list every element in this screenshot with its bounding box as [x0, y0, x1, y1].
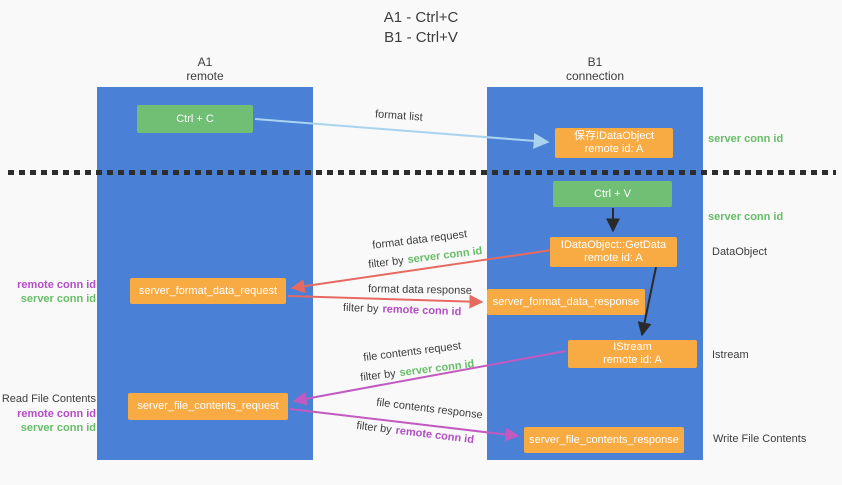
arrow-getdata-to-istream	[637, 266, 657, 337]
node-istream-line1: IStream	[613, 341, 652, 353]
node-save-idataobject-line1: 保存IDataObject	[573, 130, 655, 142]
title-line-2: B1 - Ctrl+V	[384, 29, 458, 46]
side-label-write-file-contents: Write File Contents	[713, 433, 807, 445]
column-b1-name: B1	[587, 55, 603, 69]
node-idataobject-getdata-line2: remote id: A	[584, 252, 643, 264]
node-server-format-data-response-label: server_format_data_response	[492, 295, 640, 308]
diagram-title: A1 - Ctrl+C B1 - Ctrl+V	[0, 8, 842, 48]
node-ctrl-v-label: Ctrl + V	[594, 187, 631, 200]
filter-by-text: filter by	[342, 301, 379, 316]
column-a1-name: A1	[197, 55, 213, 69]
server-conn-id-label: server conn id	[20, 422, 96, 434]
edge-label-format-data-response: format data response	[367, 283, 473, 297]
node-server-file-contents-request: server_file_contents_request	[128, 393, 288, 420]
node-ctrl-c: Ctrl + C	[137, 105, 253, 133]
arrow-file-contents-response	[289, 408, 520, 442]
node-save-idataobject-line2: remote id: A	[584, 143, 644, 155]
node-server-file-contents-response: server_file_contents_response	[524, 427, 684, 453]
remote-conn-id-label: remote conn id	[17, 279, 96, 291]
arrow-file-contents-request	[292, 350, 567, 406]
column-header-b1: B1 connection	[487, 55, 703, 83]
node-ctrl-c-label: Ctrl + C	[176, 112, 214, 125]
arrow-format-data-response	[287, 294, 484, 309]
side-label-dataobject: DataObject	[712, 246, 768, 258]
dashed-divider-line	[8, 170, 836, 175]
node-istream: IStream remote id: A	[568, 340, 697, 368]
remote-conn-id-label: remote conn id	[17, 408, 96, 420]
side-label-conn-ids-format: remote conn id server conn id	[0, 278, 96, 306]
node-ctrl-v: Ctrl + V	[553, 181, 672, 207]
arrow-format-list	[254, 118, 550, 149]
column-b1-role: connection	[565, 69, 625, 83]
column-a1-role: remote	[186, 69, 224, 83]
node-server-file-contents-request-label: server_file_contents_request	[137, 400, 279, 412]
title-line-1: A1 - Ctrl+C	[383, 9, 459, 26]
node-server-format-data-response: server_format_data_response	[487, 289, 645, 315]
side-label-istream: Istream	[712, 349, 749, 361]
server-conn-id-label: server conn id	[20, 293, 96, 305]
node-idataobject-getdata: IDataObject::GetData remote id: A	[550, 237, 677, 267]
node-idataobject-getdata-line1: IDataObject::GetData	[560, 239, 667, 251]
node-save-idataobject: 保存IDataObject remote id: A	[555, 128, 673, 158]
node-server-format-data-request: server_format_data_request	[130, 278, 286, 304]
side-label-server-conn-id-mid: server conn id	[708, 211, 784, 223]
arrow-format-data-request	[290, 249, 553, 294]
node-istream-line2: remote id: A	[603, 354, 662, 366]
node-server-format-data-request-label: server_format_data_request	[138, 284, 278, 297]
side-label-server-conn-id-top: server conn id	[708, 133, 784, 145]
node-server-file-contents-response-label: server_file_contents_response	[529, 433, 679, 446]
side-label-read-file-contents: Read File Contents	[1, 393, 96, 405]
side-label-conn-ids-file: remote conn id server conn id	[0, 407, 96, 435]
column-header-a1: A1 remote	[97, 55, 313, 83]
